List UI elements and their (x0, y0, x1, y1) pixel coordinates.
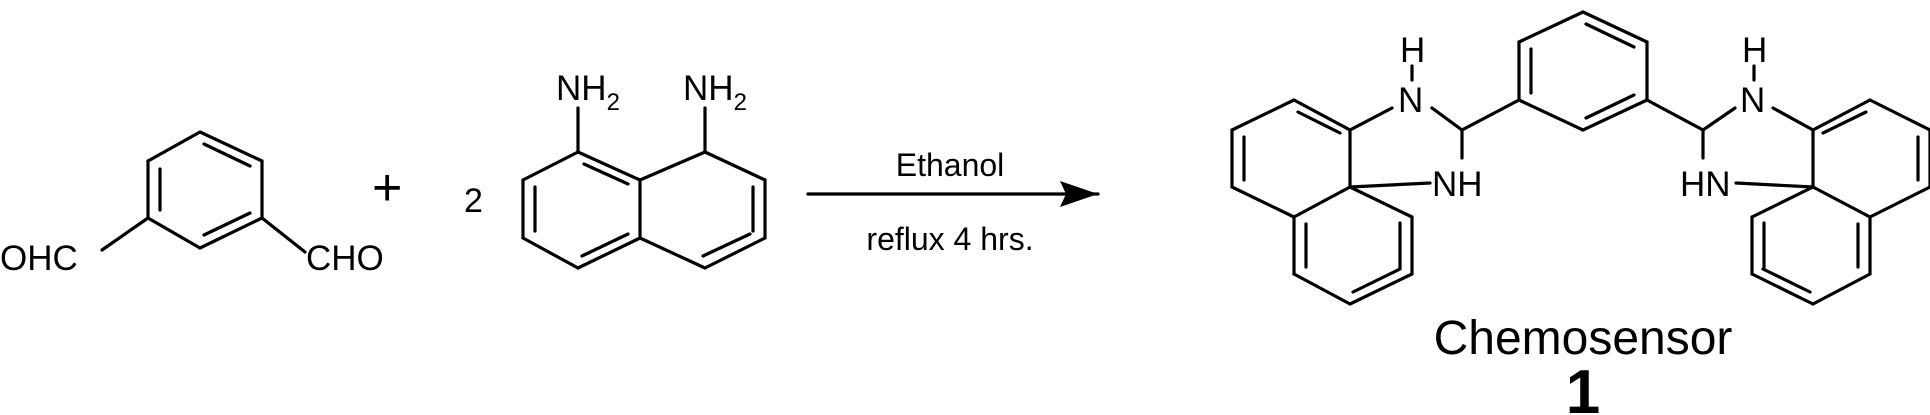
h-label-top-right: H (1742, 31, 1767, 70)
isophthalaldehyde-structure: OHC CHO (0, 130, 384, 278)
arrow-head (1060, 181, 1098, 207)
n-label-top-right: N (1740, 81, 1765, 120)
product-structure: H N NH H N HN (1230, 10, 1930, 306)
nh-label-left: NH (1432, 165, 1483, 204)
reaction-arrow (806, 181, 1100, 207)
naphthalene-ring-bonds (521, 150, 767, 270)
central-benzene-ring-bonds (1517, 10, 1649, 132)
n-label-top-left: N (1398, 81, 1423, 120)
h-label-top-left: H (1400, 31, 1425, 70)
aldehyde-bond-right (260, 216, 307, 254)
aldehyde-bond-left (100, 216, 150, 252)
condition-solvent: Ethanol (896, 147, 1005, 183)
hn-label-right: HN (1680, 165, 1731, 204)
ohc-label: OHC (0, 239, 78, 278)
product-name: Chemosensor (1434, 312, 1733, 365)
product-number: 1 (1566, 358, 1600, 415)
left-perimidine-bonds (1230, 98, 1464, 306)
stoichiometric-coefficient: 2 (464, 182, 483, 220)
diaminonaphthalene-structure: NH2 NH2 (521, 69, 767, 270)
right-aminal-bond (1645, 98, 1705, 132)
amine-label-left: NH2 (556, 69, 620, 116)
benzene-ring-bonds (146, 130, 264, 250)
condition-time: reflux 4 hrs. (866, 221, 1033, 257)
plus-sign: + (372, 159, 402, 217)
amine-label-right: NH2 (683, 69, 747, 116)
left-aminal-bond (1460, 98, 1521, 132)
cho-label: CHO (306, 239, 384, 278)
right-perimidine-bonds (1701, 98, 1930, 306)
